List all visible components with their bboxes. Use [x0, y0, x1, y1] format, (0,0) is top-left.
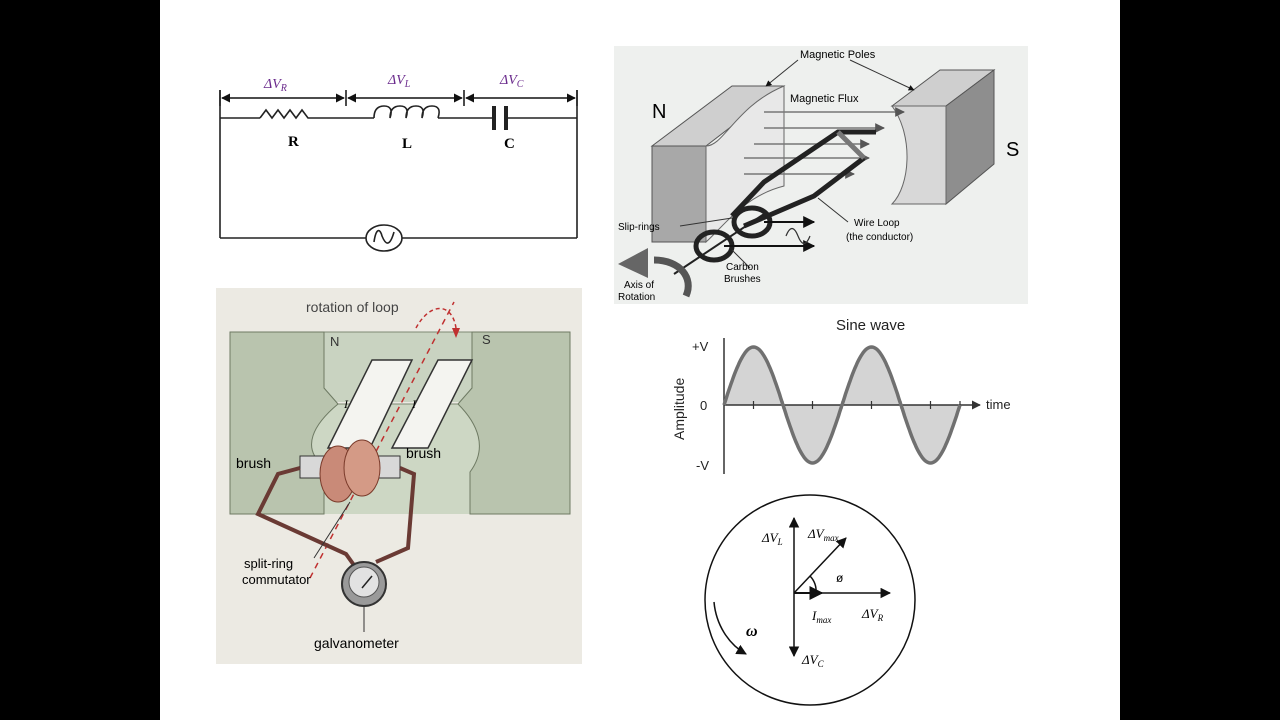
ac-generator-diagram: Magnetic Poles Magnetic Flux N S Slip-ri…: [614, 46, 1028, 304]
sine-x-label: time: [986, 397, 1011, 412]
carbon-brushes: [724, 216, 816, 252]
mini-sine-icon: [785, 227, 811, 245]
phasor-circle: [704, 494, 916, 706]
dc-north-label: N: [330, 334, 339, 349]
dc-label-pointers: [313, 501, 365, 632]
rlc-circuit-svg: ΔVR ΔVL ΔVC: [219, 73, 578, 252]
label-pointers: [679, 59, 915, 269]
south-magnet: [890, 69, 996, 206]
sine-wave-graph: Sine wave +V 0 -V time Amplitude: [660, 312, 1032, 484]
split-ring-right: [343, 439, 381, 497]
south-pole-piece: [457, 331, 571, 515]
carbon-brushes-label-1: Carbon: [726, 262, 759, 273]
carbon-brushes-label-2: Brushes: [724, 274, 761, 285]
current-right-label: I: [411, 397, 417, 411]
current-left-label: I: [343, 397, 349, 411]
brush-left-label: brush: [236, 455, 271, 471]
circuit-wires: [219, 90, 578, 252]
phasor-diagram: ΔVL ΔVmax ø Imax ΔVR ΔVC ω: [698, 490, 922, 708]
magnetic-flux-label: Magnetic Flux: [790, 93, 859, 105]
sine-y-label: Amplitude: [671, 378, 687, 440]
axis-rotation-label-2: Rotation: [618, 292, 655, 303]
label-l: L: [402, 136, 412, 152]
ac-source-symbol: [365, 224, 403, 252]
dc-generator-diagram: rotation of loop N S I I brush brush spl…: [216, 288, 582, 664]
rotation-arrow-icon: [415, 307, 457, 329]
tick-minus-v: -V: [696, 458, 709, 473]
label-c: C: [504, 136, 515, 152]
south-pole-label: S: [1006, 139, 1019, 161]
magnetic-poles-label: Magnetic Poles: [800, 49, 876, 61]
inductor-symbol: [373, 105, 440, 119]
galvanometer-needle: [361, 575, 373, 589]
phasor-dv-c: ΔVC: [801, 652, 825, 669]
voltage-dimension-lines: [219, 90, 578, 106]
tick-zero: 0: [700, 398, 707, 413]
phasor-svg: ΔVL ΔVmax ø Imax ΔVR ΔVC ω: [704, 494, 916, 706]
resistor-symbol: [259, 108, 320, 120]
label-r: R: [288, 134, 299, 150]
rlc-dv-c-label: ΔVC: [499, 73, 524, 90]
phasor-vectors: [713, 516, 892, 658]
rlc-circuit-diagram: ΔVR ΔVL ΔVC: [216, 62, 582, 254]
phasor-dv-max: ΔVmax: [807, 526, 839, 543]
dc-south-label: S: [482, 332, 491, 347]
rotation-arrow-icon: [653, 256, 692, 298]
phasor-dv-r: ΔVR: [861, 606, 884, 623]
rlc-dv-r-label: ΔVR: [263, 77, 287, 94]
galvanometer-label: galvanometer: [314, 635, 399, 651]
rotation-arrowhead-icon: [618, 248, 648, 278]
rotation-of-loop-label: rotation of loop: [306, 299, 399, 315]
north-magnet: [650, 85, 786, 244]
commutator-label-1: split-ring: [244, 556, 293, 571]
wire-loop-label-2: (the conductor): [846, 232, 913, 243]
phasor-phi: ø: [836, 571, 844, 585]
rlc-dv-l-label: ΔVL: [387, 73, 411, 90]
phasor-omega: ω: [746, 623, 758, 640]
slip-rings-label: Slip-rings: [618, 222, 660, 233]
rotation-axis: [309, 301, 455, 579]
ac-generator-svg: Magnetic Poles Magnetic Flux N S Slip-ri…: [618, 49, 1019, 303]
sine-title: Sine wave: [836, 317, 905, 334]
phasor-i-max: Imax: [811, 608, 831, 625]
phasor-dv-l: ΔVL: [761, 530, 783, 547]
loop-right-side: [390, 359, 474, 449]
commutator-label-2: commutator: [242, 572, 311, 587]
rotation-arrowhead-icon: [452, 328, 460, 338]
galvanometer-dial: [348, 566, 380, 598]
slide: ΔVR ΔVL ΔVC: [160, 0, 1120, 720]
brush-right-label: brush: [406, 445, 441, 461]
sine-curve: [722, 345, 962, 465]
axis-rotation-label-1: Axis of: [624, 280, 654, 291]
north-pole-label: N: [652, 101, 666, 123]
wire-loop-label-1: Wire Loop: [854, 218, 900, 229]
sine-wave-svg: Sine wave +V 0 -V time Amplitude: [671, 317, 1011, 474]
tick-plus-v: +V: [692, 339, 709, 354]
dc-generator-svg: rotation of loop N S I I brush brush spl…: [229, 299, 571, 651]
galvanometer-wires: [255, 466, 417, 570]
